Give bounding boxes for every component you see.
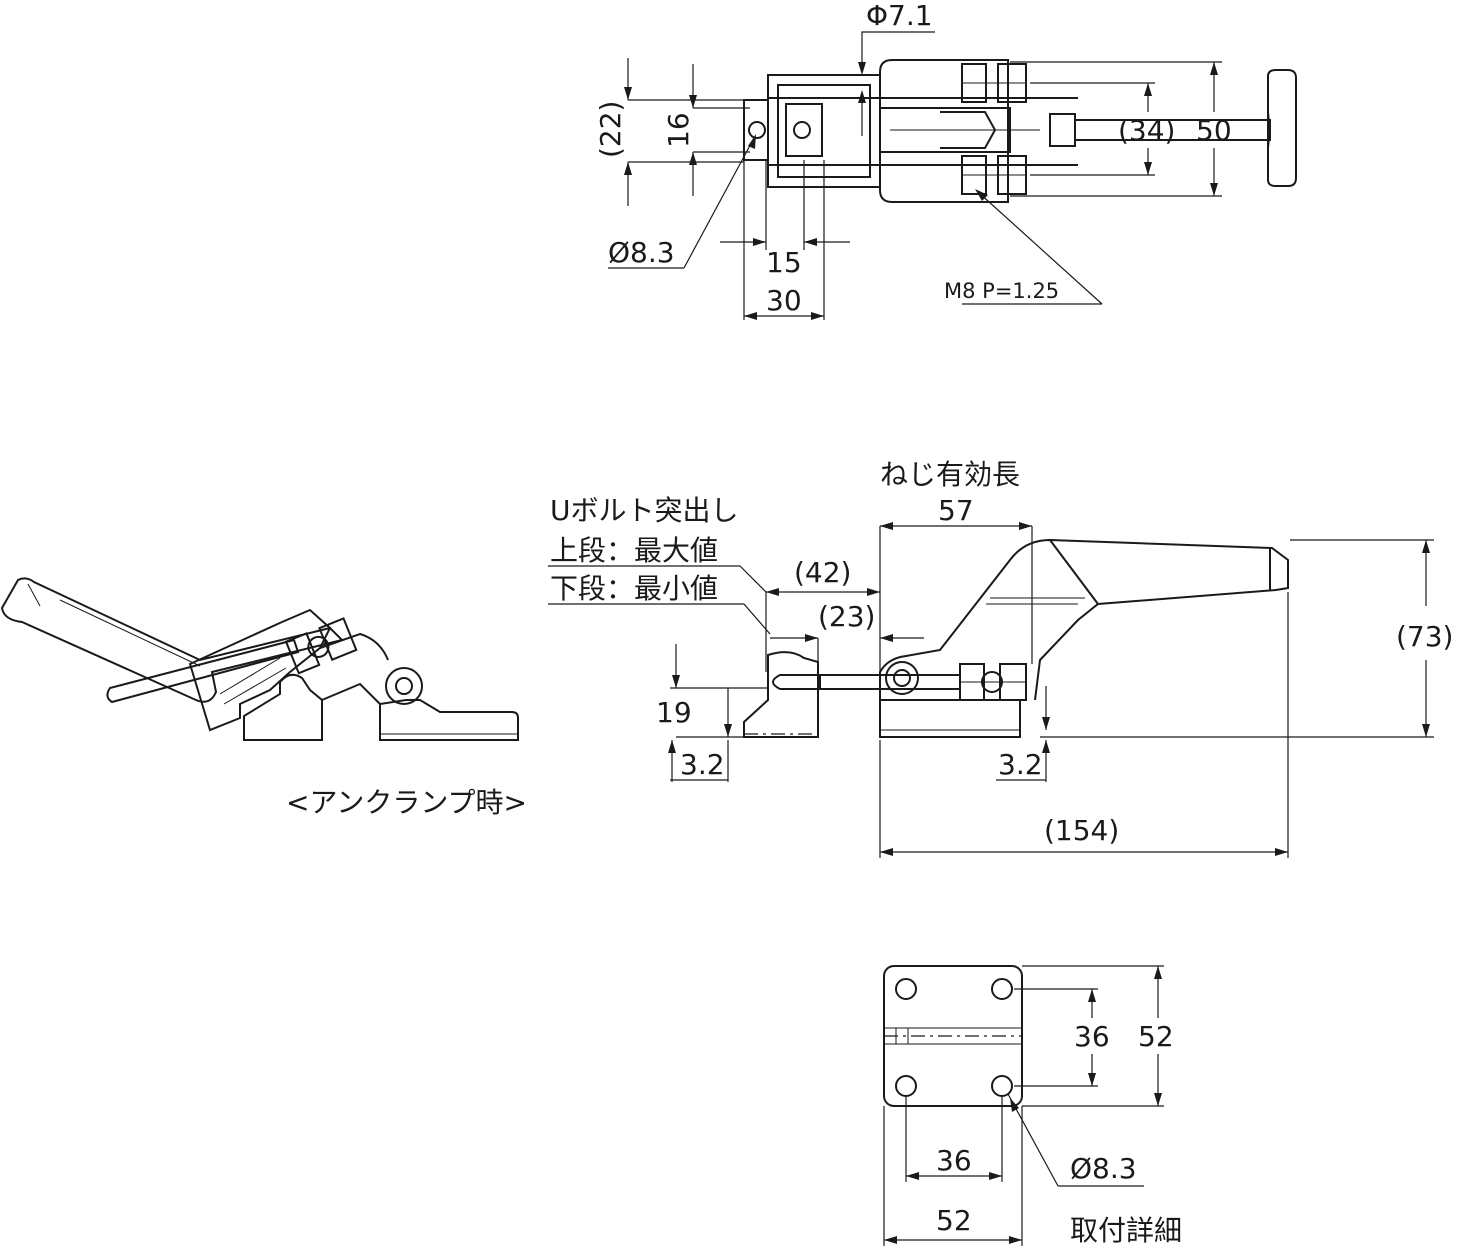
- dim-thread: M8 P=1.25: [944, 279, 1059, 303]
- caption-unclamp: <アンクランプ時>: [286, 786, 527, 819]
- dim-52-v: 52: [1138, 1020, 1174, 1053]
- label-thread-length: ねじ有効長: [880, 458, 1020, 491]
- dim-23: (23): [818, 600, 875, 633]
- dim-154: (154): [1044, 814, 1119, 847]
- dim-mount-hole: Ø8.3: [1070, 1152, 1137, 1185]
- dim-top-hole: Ø8.3: [608, 236, 675, 269]
- unclamp-view: <アンクランプ時>: [0, 577, 527, 819]
- dim-42: (42): [794, 556, 851, 589]
- dim-36-h: 36: [936, 1144, 972, 1177]
- dim-50: 50: [1196, 114, 1232, 147]
- dim-32-left: 3.2: [680, 748, 725, 781]
- dim-phi71: Φ7.1: [866, 0, 933, 32]
- caption-mount: 取付詳細: [1070, 1214, 1182, 1247]
- dim-57: 57: [938, 494, 974, 527]
- dim-36-v: 36: [1074, 1020, 1110, 1053]
- dim-52-h: 52: [936, 1204, 972, 1237]
- dim-16: 16: [662, 112, 695, 148]
- label-ubolt-1: Uボルト突出し: [550, 494, 739, 527]
- side-view: ねじ有効長 57 Uボルト突出し 上段：最大値 下段：最小値 (42) (23): [548, 458, 1453, 858]
- dim-34: (34): [1118, 114, 1175, 147]
- label-ubolt-2: 上段：最大値: [550, 534, 718, 567]
- dim-73: (73): [1396, 620, 1453, 653]
- top-view: Φ7.1 (22) 16 Ø8.3 15 30: [594, 0, 1297, 320]
- dim-15: 15: [766, 246, 802, 279]
- dim-30: 30: [766, 284, 802, 317]
- dim-19: 19: [656, 696, 692, 729]
- dim-32-right: 3.2: [998, 748, 1043, 781]
- dim-22: (22): [594, 101, 627, 158]
- mount-view: 36 52 36 52 Ø8.3 取付詳細: [883, 965, 1182, 1247]
- label-ubolt-3: 下段：最小値: [550, 572, 718, 605]
